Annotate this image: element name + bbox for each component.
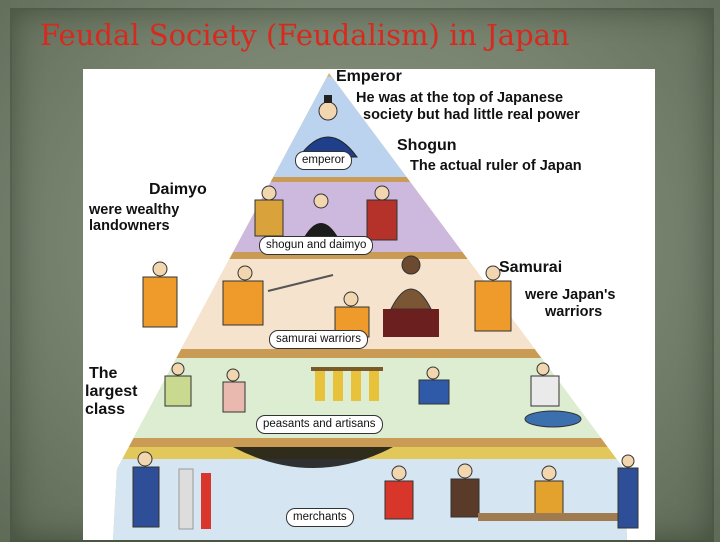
peasants-artisans-badge: peasants and artisans [256, 415, 383, 434]
samurai-title: Samurai [499, 259, 563, 276]
emperor-description-line-1: He was at the top of Japanese [356, 90, 564, 106]
peasants-label-line-2: largest [85, 383, 138, 400]
emperor-description-line-2: society but had little real power [363, 107, 580, 123]
peasants-label-line-3: class [85, 401, 126, 418]
slide-title: Feudal Society (Feudalism) in Japan [40, 18, 570, 52]
pyramid-diagram: Emperor He was at the top of Japanese so… [83, 69, 655, 540]
daimyo-title: Daimyo [149, 181, 207, 198]
merchants-badge: merchants [286, 508, 354, 527]
emperor-title: Emperor [336, 69, 402, 85]
shogun-description: The actual ruler of Japan [410, 158, 582, 174]
samurai-description-line-1: were Japan's [525, 287, 616, 303]
pyramid-graphic [113, 73, 639, 540]
samurai-description-line-2: warriors [545, 304, 603, 320]
daimyo-description-line-1: were wealthy [89, 202, 180, 218]
emperor-badge: emperor [295, 151, 352, 170]
merchants-band [113, 447, 627, 540]
shogun-daimyo-badge: shogun and daimyo [259, 236, 374, 255]
samurai-warriors-badge: samurai warriors [269, 330, 368, 349]
shogun-title: Shogun [397, 137, 457, 154]
merchants-figures [132, 447, 639, 530]
shogun-daimyo-figures [254, 185, 398, 241]
daimyo-description-line-2: landowners [89, 218, 170, 234]
peasants-figures [164, 362, 582, 428]
peasants-label-line-1: The [89, 365, 118, 382]
